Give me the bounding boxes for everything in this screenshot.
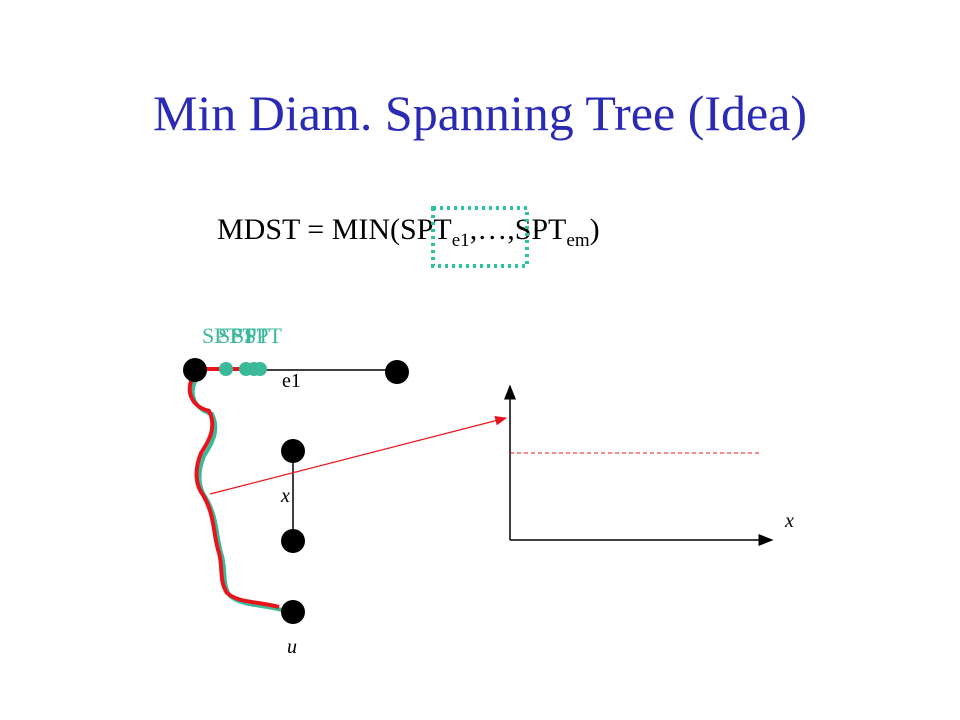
spt-dot-4 xyxy=(253,362,267,376)
formula-rhs: ) xyxy=(589,213,600,246)
spt-label-1: SPT xyxy=(202,323,240,348)
label-u: u xyxy=(287,636,297,658)
mapping-arrow xyxy=(209,416,508,495)
vertex-u xyxy=(281,600,305,624)
label-x: x xyxy=(280,485,290,507)
formula-sub-e1: e1 xyxy=(451,230,470,251)
formula-mid: ,…,SPT xyxy=(469,213,567,246)
vertex-top-left xyxy=(183,358,207,382)
label-axis-x: x xyxy=(784,510,794,532)
formula-sub-em: em xyxy=(566,230,590,251)
mdst-formula: MDST = MIN(SPTe1,…,SPTem) xyxy=(217,213,600,250)
formula-lhs: MDST = MIN(SPT xyxy=(217,213,452,246)
vertex-x-top xyxy=(281,439,305,463)
path-red xyxy=(187,371,280,609)
highlight-box xyxy=(431,206,529,268)
spt-label-3: SPT xyxy=(232,323,270,348)
spt-label-4: SPT xyxy=(244,323,282,348)
label-e1: e1 xyxy=(282,370,301,392)
slide-title: Min Diam. Spanning Tree (Idea) xyxy=(152,85,808,141)
spt-label-2: SPT xyxy=(218,323,256,348)
vertex-x-bottom xyxy=(281,529,305,553)
spt-dot-1 xyxy=(219,362,233,376)
vertex-top-right xyxy=(385,360,409,384)
